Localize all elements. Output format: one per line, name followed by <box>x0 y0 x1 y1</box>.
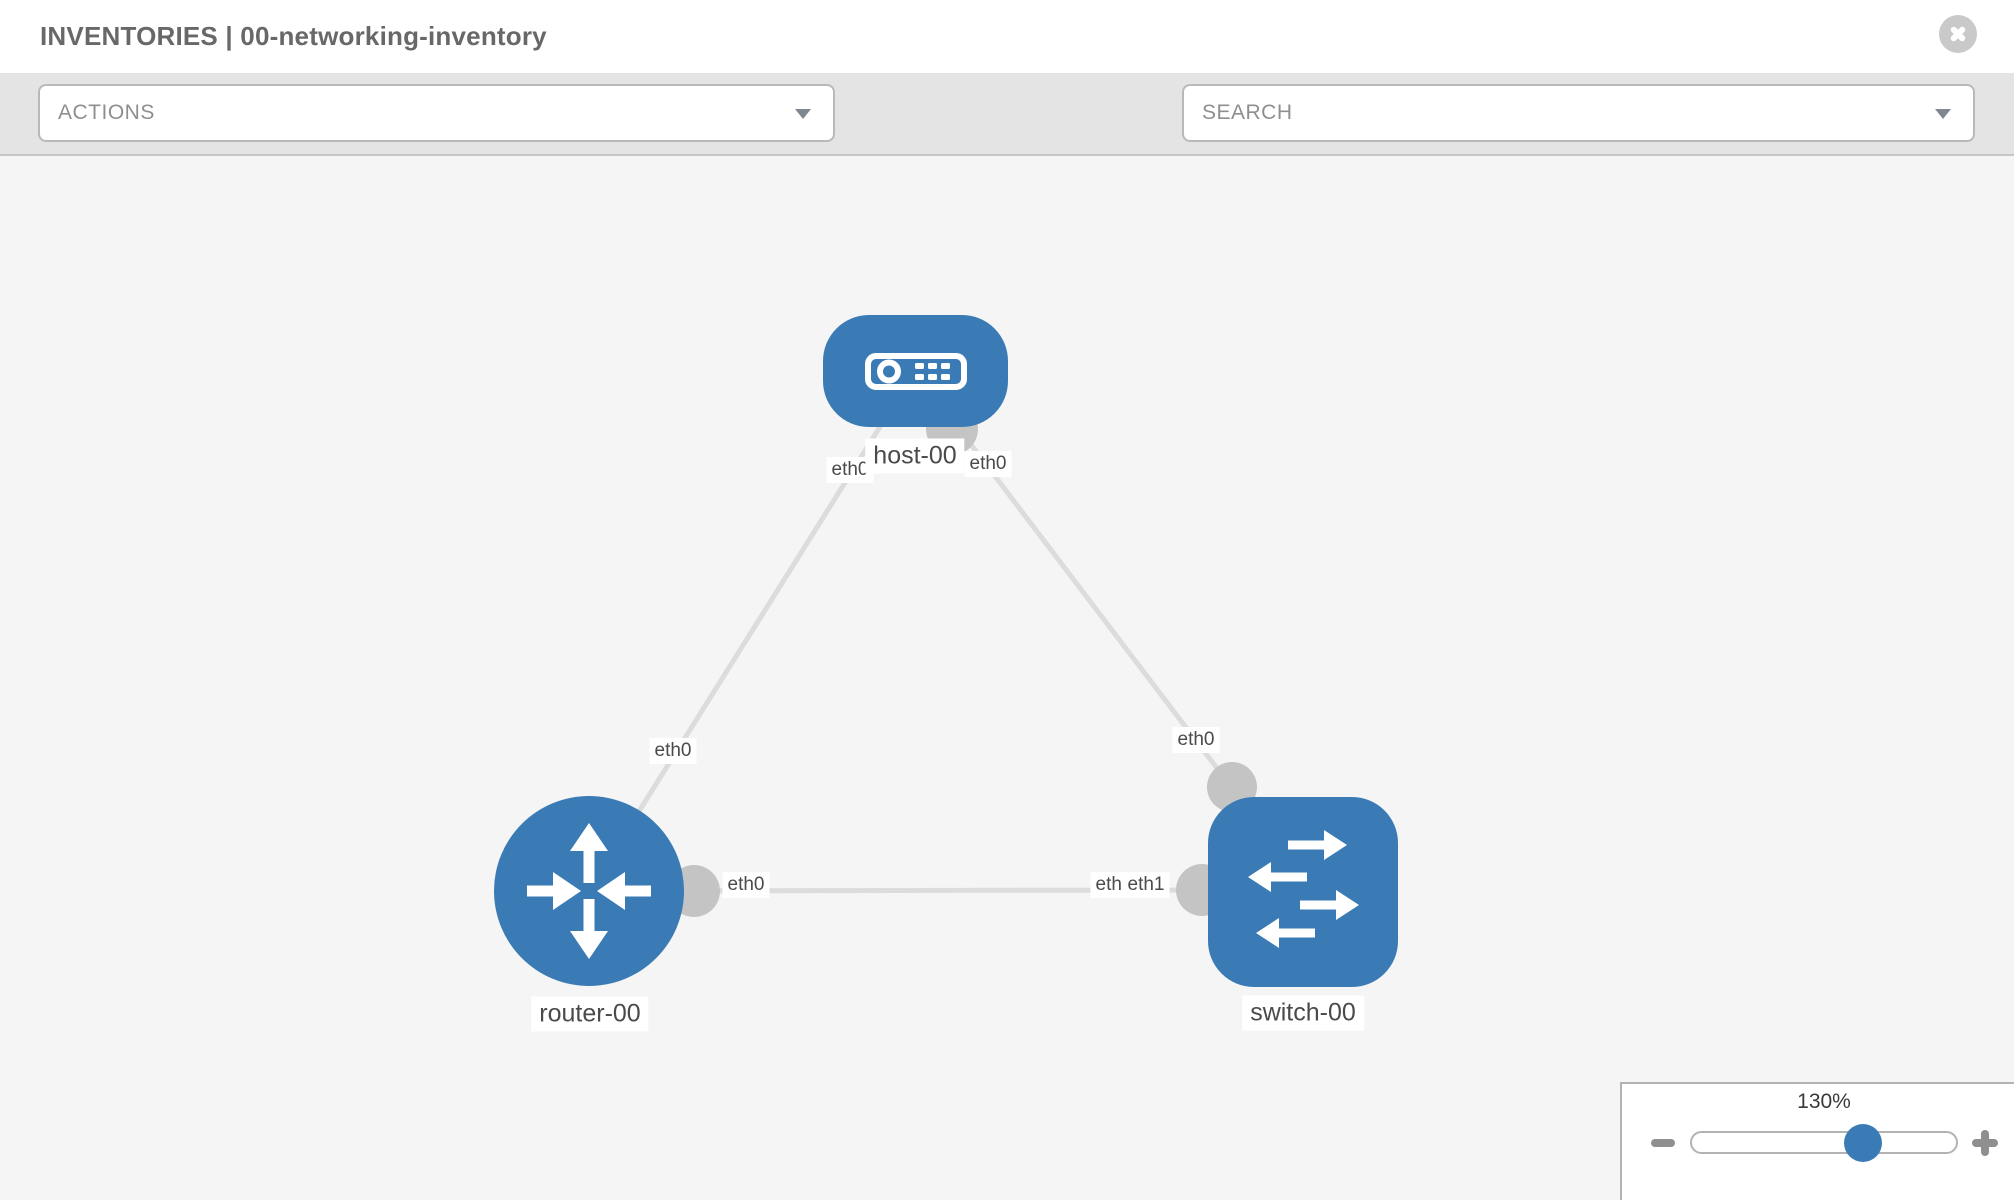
zoom-slider-handle[interactable] <box>1844 1124 1882 1162</box>
switch-icon <box>1248 830 1359 948</box>
page-title: INVENTORIES | 00-networking-inventory <box>40 21 547 51</box>
iface-label: eth0 <box>964 451 1012 477</box>
search-input[interactable]: SEARCH <box>1182 84 1975 142</box>
actions-dropdown[interactable]: ACTIONS <box>38 84 835 142</box>
zoom-slider-track[interactable] <box>1690 1131 1958 1154</box>
zoom-level: 130% <box>1797 1090 1851 1113</box>
plus-icon[interactable] <box>1968 1127 2002 1159</box>
actions-dropdown-label: ACTIONS <box>58 101 155 124</box>
chevron-down-icon <box>795 109 811 119</box>
node-host-00[interactable] <box>823 315 1008 427</box>
node-switch-00[interactable] <box>1208 797 1398 987</box>
node-label-host: host-00 <box>865 438 965 474</box>
node-label-switch: switch-00 <box>1242 995 1364 1031</box>
chevron-down-icon <box>1935 109 1951 119</box>
search-placeholder: SEARCH <box>1202 101 1293 124</box>
topology-canvas[interactable] <box>0 156 2014 1200</box>
host-icon <box>865 352 967 390</box>
header: INVENTORIES | 00-networking-inventory <box>0 0 2014 73</box>
minus-icon[interactable] <box>1645 1127 1681 1159</box>
node-router-00[interactable] <box>494 796 684 986</box>
iface-label: eth0 <box>649 738 697 764</box>
iface-label: eth1 <box>1122 872 1170 898</box>
node-label-router: router-00 <box>531 996 649 1032</box>
iface-label: eth0 <box>722 872 770 898</box>
toolbar: ACTIONS SEARCH <box>0 73 2014 201</box>
router-icon <box>527 823 651 959</box>
iface-label: eth0 <box>1172 727 1220 753</box>
close-icon[interactable] <box>1939 15 1977 53</box>
